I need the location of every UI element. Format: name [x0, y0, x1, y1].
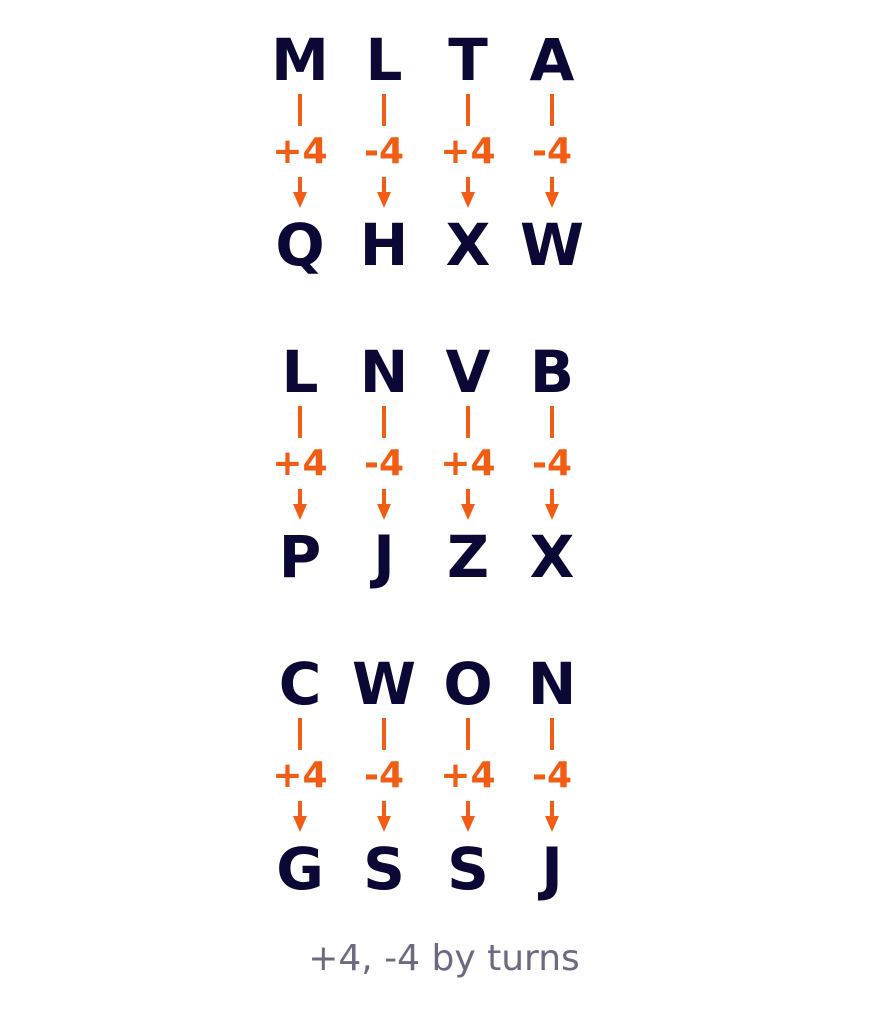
source-letter: N — [527, 650, 577, 718]
arrow-shaft — [466, 801, 470, 817]
source-letter: M — [271, 26, 329, 94]
result-letter: Z — [446, 523, 490, 591]
shift-operation: -4 — [364, 443, 404, 484]
shift-operation: +4 — [272, 755, 328, 796]
arrow-shaft — [298, 801, 302, 817]
source-letter: N — [359, 338, 409, 406]
arrow-down-icon — [377, 816, 391, 832]
caption: +4, -4 by turns — [308, 938, 580, 979]
shift-operation: -4 — [532, 755, 572, 796]
arrow-down-icon — [461, 816, 475, 832]
source-letter: W — [352, 650, 416, 718]
source-letter: T — [448, 26, 488, 94]
result-letter: G — [276, 835, 324, 903]
shift-operation: +4 — [272, 443, 328, 484]
arrow-down-icon — [293, 192, 307, 208]
source-letter: C — [278, 650, 322, 718]
connector-line — [298, 94, 302, 126]
arrow-shaft — [298, 177, 302, 193]
result-letter: H — [359, 211, 409, 279]
arrow-down-icon — [293, 816, 307, 832]
arrow-shaft — [382, 801, 386, 817]
arrow-shaft — [466, 489, 470, 505]
connector-line — [382, 94, 386, 126]
shift-operation: -4 — [364, 755, 404, 796]
connector-line — [550, 718, 554, 750]
arrow-shaft — [550, 801, 554, 817]
source-letter: L — [281, 338, 319, 406]
result-letter: P — [278, 523, 322, 591]
connector-line — [298, 718, 302, 750]
result-letter: Q — [275, 211, 325, 279]
shift-operation: +4 — [440, 131, 496, 172]
arrow-shaft — [382, 489, 386, 505]
result-letter: X — [529, 523, 575, 591]
source-letter: V — [445, 338, 491, 406]
result-letter: S — [447, 835, 489, 903]
connector-line — [382, 718, 386, 750]
arrow-down-icon — [461, 192, 475, 208]
source-letter: A — [529, 26, 575, 94]
source-letter: O — [443, 650, 493, 718]
arrow-down-icon — [545, 504, 559, 520]
connector-line — [550, 94, 554, 126]
arrow-down-icon — [293, 504, 307, 520]
arrow-down-icon — [461, 504, 475, 520]
connector-line — [466, 406, 470, 438]
connector-line — [466, 94, 470, 126]
arrow-down-icon — [545, 816, 559, 832]
arrow-shaft — [550, 489, 554, 505]
arrow-shaft — [382, 177, 386, 193]
result-letter: W — [520, 211, 584, 279]
shift-operation: +4 — [272, 131, 328, 172]
result-letter: X — [445, 211, 491, 279]
shift-operation: -4 — [532, 443, 572, 484]
shift-operation: -4 — [532, 131, 572, 172]
connector-line — [382, 406, 386, 438]
connector-line — [298, 406, 302, 438]
arrow-down-icon — [377, 504, 391, 520]
source-letter: L — [365, 26, 403, 94]
arrow-shaft — [550, 177, 554, 193]
arrow-shaft — [466, 177, 470, 193]
connector-line — [466, 718, 470, 750]
arrow-down-icon — [377, 192, 391, 208]
result-letter: J — [541, 835, 563, 903]
result-letter: S — [363, 835, 405, 903]
arrow-down-icon — [545, 192, 559, 208]
shift-operation: -4 — [364, 131, 404, 172]
shift-operation: +4 — [440, 443, 496, 484]
source-letter: B — [529, 338, 575, 406]
result-letter: J — [373, 523, 395, 591]
connector-line — [550, 406, 554, 438]
shift-operation: +4 — [440, 755, 496, 796]
arrow-shaft — [298, 489, 302, 505]
